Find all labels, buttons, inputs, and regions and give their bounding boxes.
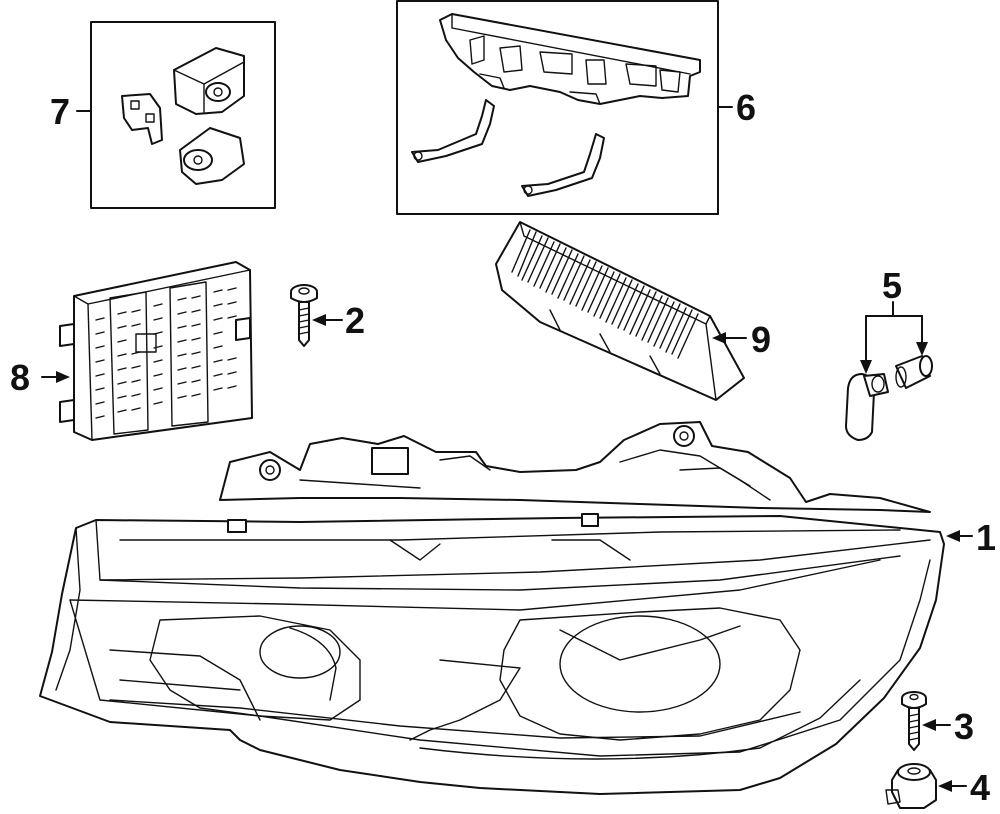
part-6-rail: [439, 13, 701, 105]
part-7-lower-bracket: [179, 127, 245, 185]
part-1-headlamp-assembly: 1: [39, 421, 996, 795]
part-7-plate: [121, 93, 163, 145]
callout-3: 3: [954, 706, 974, 747]
part-6-tab-left: [411, 99, 495, 163]
callout-2: 2: [345, 300, 365, 341]
part-2-screw: 2: [290, 284, 365, 347]
part-8-vent-grid: [95, 287, 237, 419]
callout-1: 1: [976, 517, 996, 558]
part-8-control-module: 8: [10, 261, 253, 441]
part-7-upper-bracket: [173, 47, 245, 115]
callout-4: 4: [970, 767, 990, 808]
part-5-bulb-small: [895, 355, 933, 389]
part-3-screw: 3: [901, 691, 974, 751]
part-7-bracket-kit: 7: [50, 21, 276, 209]
callout-5: 5: [882, 265, 902, 306]
part-5-bulb-amber: [845, 373, 889, 441]
callout-6: 6: [736, 87, 756, 128]
callout-9: 9: [751, 319, 771, 360]
part-4-clip-nut: 4: [885, 763, 990, 809]
part-7-frame: [90, 21, 276, 209]
callout-7: 7: [50, 91, 70, 132]
part-6-tab-right: [521, 133, 605, 197]
part-5-bulbs: 5: [845, 265, 933, 441]
part-9-fins: [511, 229, 699, 359]
callout-8: 8: [10, 357, 30, 398]
part-6-mounting-kit: 6: [396, 0, 756, 215]
part-9-heat-sink: 9: [495, 221, 771, 401]
